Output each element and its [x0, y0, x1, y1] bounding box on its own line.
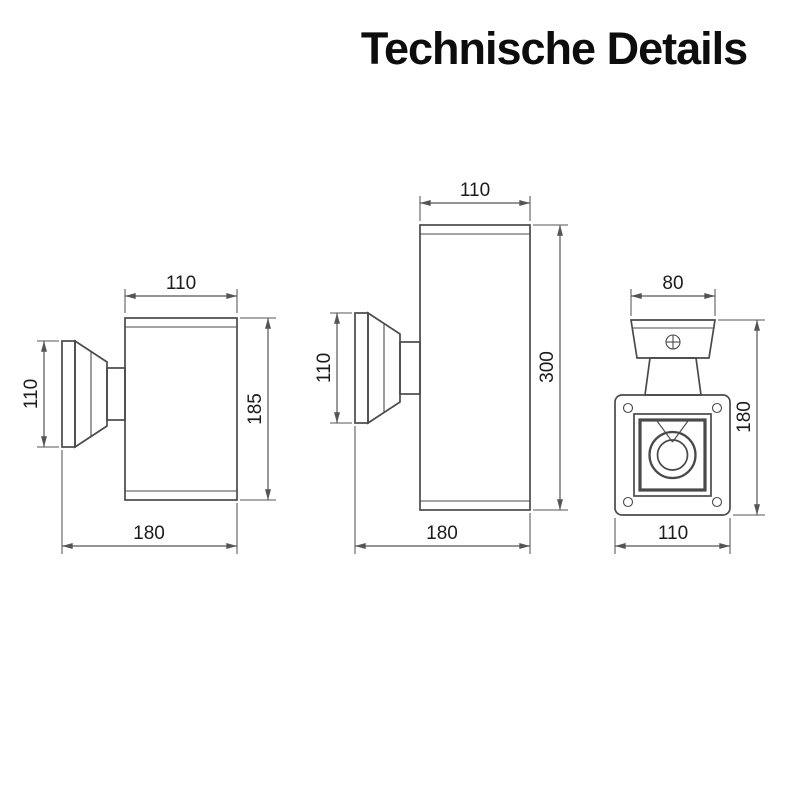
corner-screw — [711, 496, 723, 508]
dimension-label: 180 — [734, 401, 755, 433]
dimension-label: 110 — [658, 523, 688, 544]
right-lamp-object — [614, 319, 731, 516]
mount-cone — [367, 311, 401, 425]
lamp-body — [124, 317, 238, 501]
dimension-label: 300 — [537, 351, 558, 383]
wall-plate — [61, 340, 76, 448]
right-lamp-dimension-lines — [614, 289, 765, 554]
inner-frame — [633, 413, 712, 497]
lens-outer-ring — [648, 430, 697, 480]
wall-plate — [354, 312, 369, 424]
dimension-label: 180 — [426, 523, 458, 544]
lens-inner-ring — [656, 439, 689, 471]
left-lamp-object — [61, 317, 238, 501]
mount-neck — [399, 341, 421, 395]
dimension-label: 110 — [460, 180, 490, 201]
page-title: Technische Details — [360, 23, 748, 74]
corner-screw — [622, 496, 634, 508]
inner-frame-dark — [638, 418, 707, 492]
dimension-label: 110 — [166, 273, 196, 294]
dimension-label: 110 — [314, 353, 335, 383]
page-header: Technische Details — [318, 24, 790, 74]
middle-lamp-dimension-labels: 110 110 300 180 — [314, 180, 558, 544]
dimension-label: 80 — [662, 273, 683, 294]
right-lamp-dimension-labels: 80 180 110 — [658, 273, 755, 544]
dimension-label: 185 — [245, 393, 266, 425]
mount-neck — [106, 367, 126, 421]
bracket-collar — [644, 357, 702, 396]
mount-cone — [74, 339, 108, 449]
middle-lamp-dimension-lines — [330, 196, 568, 554]
mount-bracket — [630, 319, 716, 359]
corner-screw — [622, 402, 634, 414]
lamp-body — [419, 224, 531, 511]
front-plate — [614, 394, 731, 516]
left-lamp-dimension-lines — [37, 289, 276, 554]
reflector-v-line — [672, 420, 689, 443]
dimension-label: 180 — [133, 523, 165, 544]
reflector-v-line — [656, 420, 673, 443]
left-lamp-dimension-labels: 110 110 185 180 — [21, 273, 266, 544]
dimension-label: 110 — [21, 379, 42, 409]
corner-screw — [711, 402, 723, 414]
middle-lamp-object — [354, 224, 531, 511]
